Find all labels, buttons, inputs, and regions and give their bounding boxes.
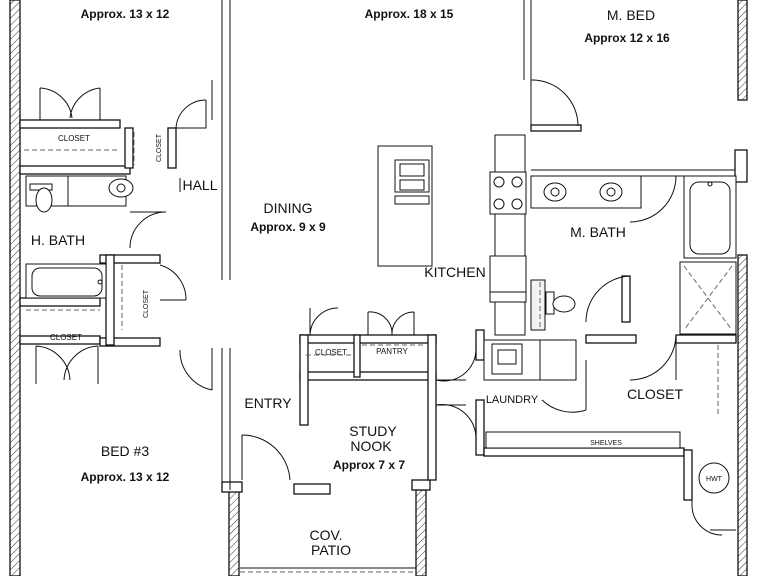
water-heater (698, 462, 730, 494)
bed2-area-label: Approx. 13 x 12 (81, 7, 170, 21)
shelves-label: SHELVES (590, 440, 622, 447)
kitchen-label: KITCHEN (424, 264, 485, 280)
h-bath-label: H. BATH (31, 232, 85, 248)
closet-bath-label: CLOSET (143, 289, 150, 318)
pantry-label: PANTRY (376, 347, 408, 356)
shelves (485, 431, 681, 449)
living-area-label: Approx. 18 x 15 (365, 7, 454, 21)
dining-label: DINING (264, 200, 313, 216)
water-heater-icon (698, 462, 730, 494)
laundry-label: LAUNDRY (486, 394, 539, 406)
master-bath-fixtures (530, 175, 737, 335)
closet-bed3-label: CLOSET (50, 333, 82, 342)
closet-entry-label: CLOSET (315, 348, 347, 357)
study-label-line2: NOOK (350, 438, 392, 454)
room-labels: Approx. 13 x 12 Approx. 18 x 15 M. BED A… (31, 7, 684, 558)
hwt-label: HWT (706, 476, 723, 483)
hall-label: HALL (182, 177, 217, 193)
study-label-line1: STUDY (349, 423, 397, 439)
entry-label: ENTRY (244, 395, 292, 411)
toilet-icon (35, 187, 53, 213)
bed3-label: BED #3 (101, 443, 149, 459)
hall-bath-fixtures (25, 175, 134, 299)
patio-label-line1: COV. (310, 527, 343, 543)
patio-label-line2: PATIO (311, 542, 351, 558)
doors (35, 79, 736, 536)
kitchen-fixtures (377, 134, 527, 336)
bed3-area-label: Approx. 13 x 12 (81, 470, 170, 484)
laundry-fixtures (483, 339, 681, 449)
closet-label: CLOSET (627, 386, 683, 402)
master-bed-area-label: Approx 12 x 16 (584, 31, 670, 45)
dining-area-label: Approx. 9 x 9 (250, 220, 326, 234)
study-area-label: Approx 7 x 7 (333, 458, 405, 472)
small-labels: CLOSET CLOSET CLOSET CLOSET CLOSET PANTR… (50, 133, 723, 483)
closet-top-label: CLOSET (58, 134, 90, 143)
kitchen-counter (494, 134, 526, 336)
exterior-walls (9, 0, 748, 576)
refrigerator-icon (489, 255, 527, 303)
closet-vertical-label: CLOSET (156, 133, 163, 162)
toilet-icon (552, 295, 576, 313)
master-bed-label: M. BED (607, 7, 655, 23)
m-bath-label: M. BATH (570, 224, 626, 240)
